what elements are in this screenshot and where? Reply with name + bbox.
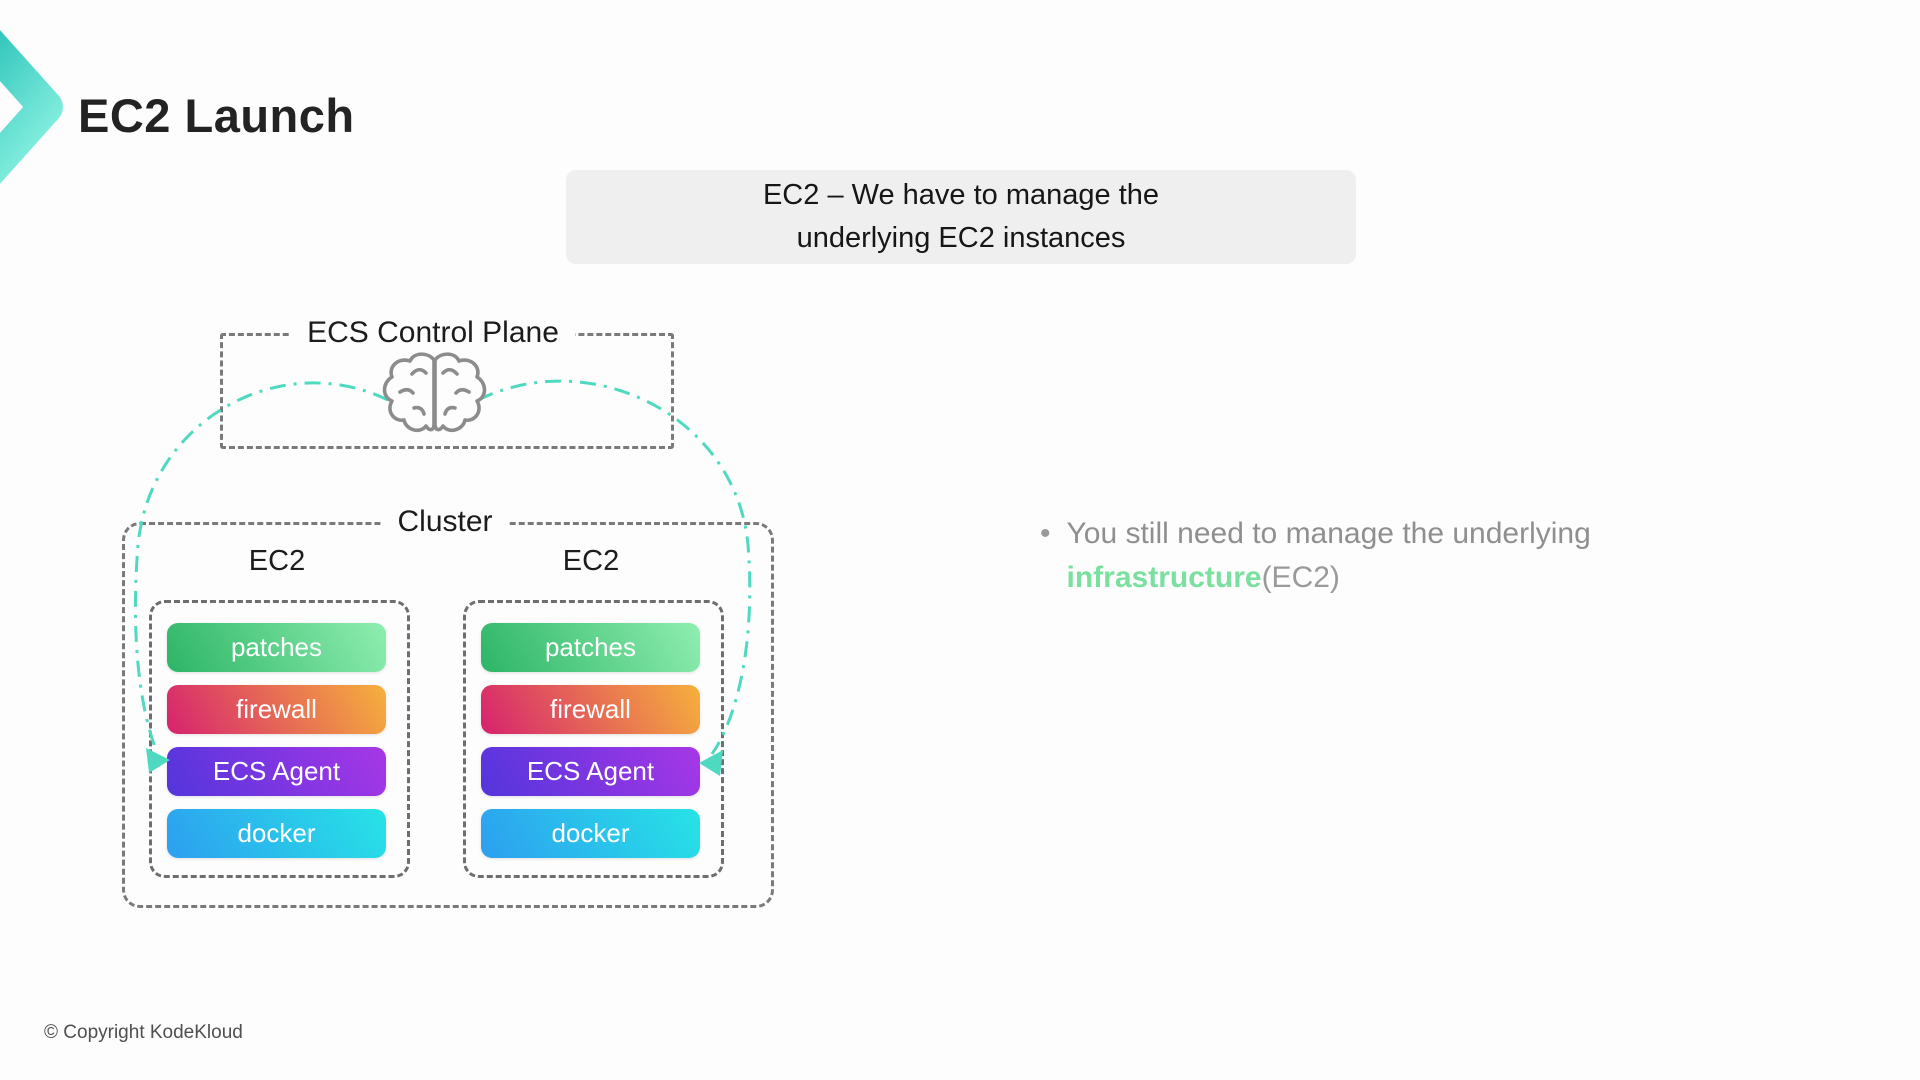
component-pill-patches: patches xyxy=(167,623,386,672)
component-pill-docker: docker xyxy=(481,809,700,858)
ec2-instance-label: EC2 xyxy=(562,545,620,577)
component-pill-patches: patches xyxy=(481,623,700,672)
cluster-label: Cluster xyxy=(381,505,509,539)
ecs-control-plane-box xyxy=(220,333,674,449)
callout-box: EC2 – We have to manage the underlying E… xyxy=(566,170,1356,264)
component-pill-docker: docker xyxy=(167,809,386,858)
note-suffix: (EC2) xyxy=(1261,561,1340,594)
bullet-marker: • xyxy=(1040,517,1051,550)
component-pill-ecs-agent: ECS Agent xyxy=(481,747,700,796)
note-text-main: You still need to manage the underlying xyxy=(1066,517,1591,550)
ecs-control-plane-label: ECS Control Plane xyxy=(291,316,575,350)
note-highlight: infrastructure xyxy=(1066,561,1262,594)
note-bullet: • You still need to manage the underlyin… xyxy=(1040,512,1591,600)
kodekloud-chevron-icon xyxy=(0,30,63,184)
ec2-instance-label: EC2 xyxy=(248,545,306,577)
copyright-text: © Copyright KodeKloud xyxy=(44,1022,243,1043)
callout-line1: EC2 – We have to manage the xyxy=(762,179,1160,211)
component-pill-firewall: firewall xyxy=(481,685,700,734)
callout-line2: underlying EC2 instances xyxy=(796,222,1126,254)
component-pill-ecs-agent: ECS Agent xyxy=(167,747,386,796)
component-pill-firewall: firewall xyxy=(167,685,386,734)
page-title: EC2 Launch xyxy=(78,89,355,142)
note-text: You still need to manage the underlying … xyxy=(1067,512,1591,600)
